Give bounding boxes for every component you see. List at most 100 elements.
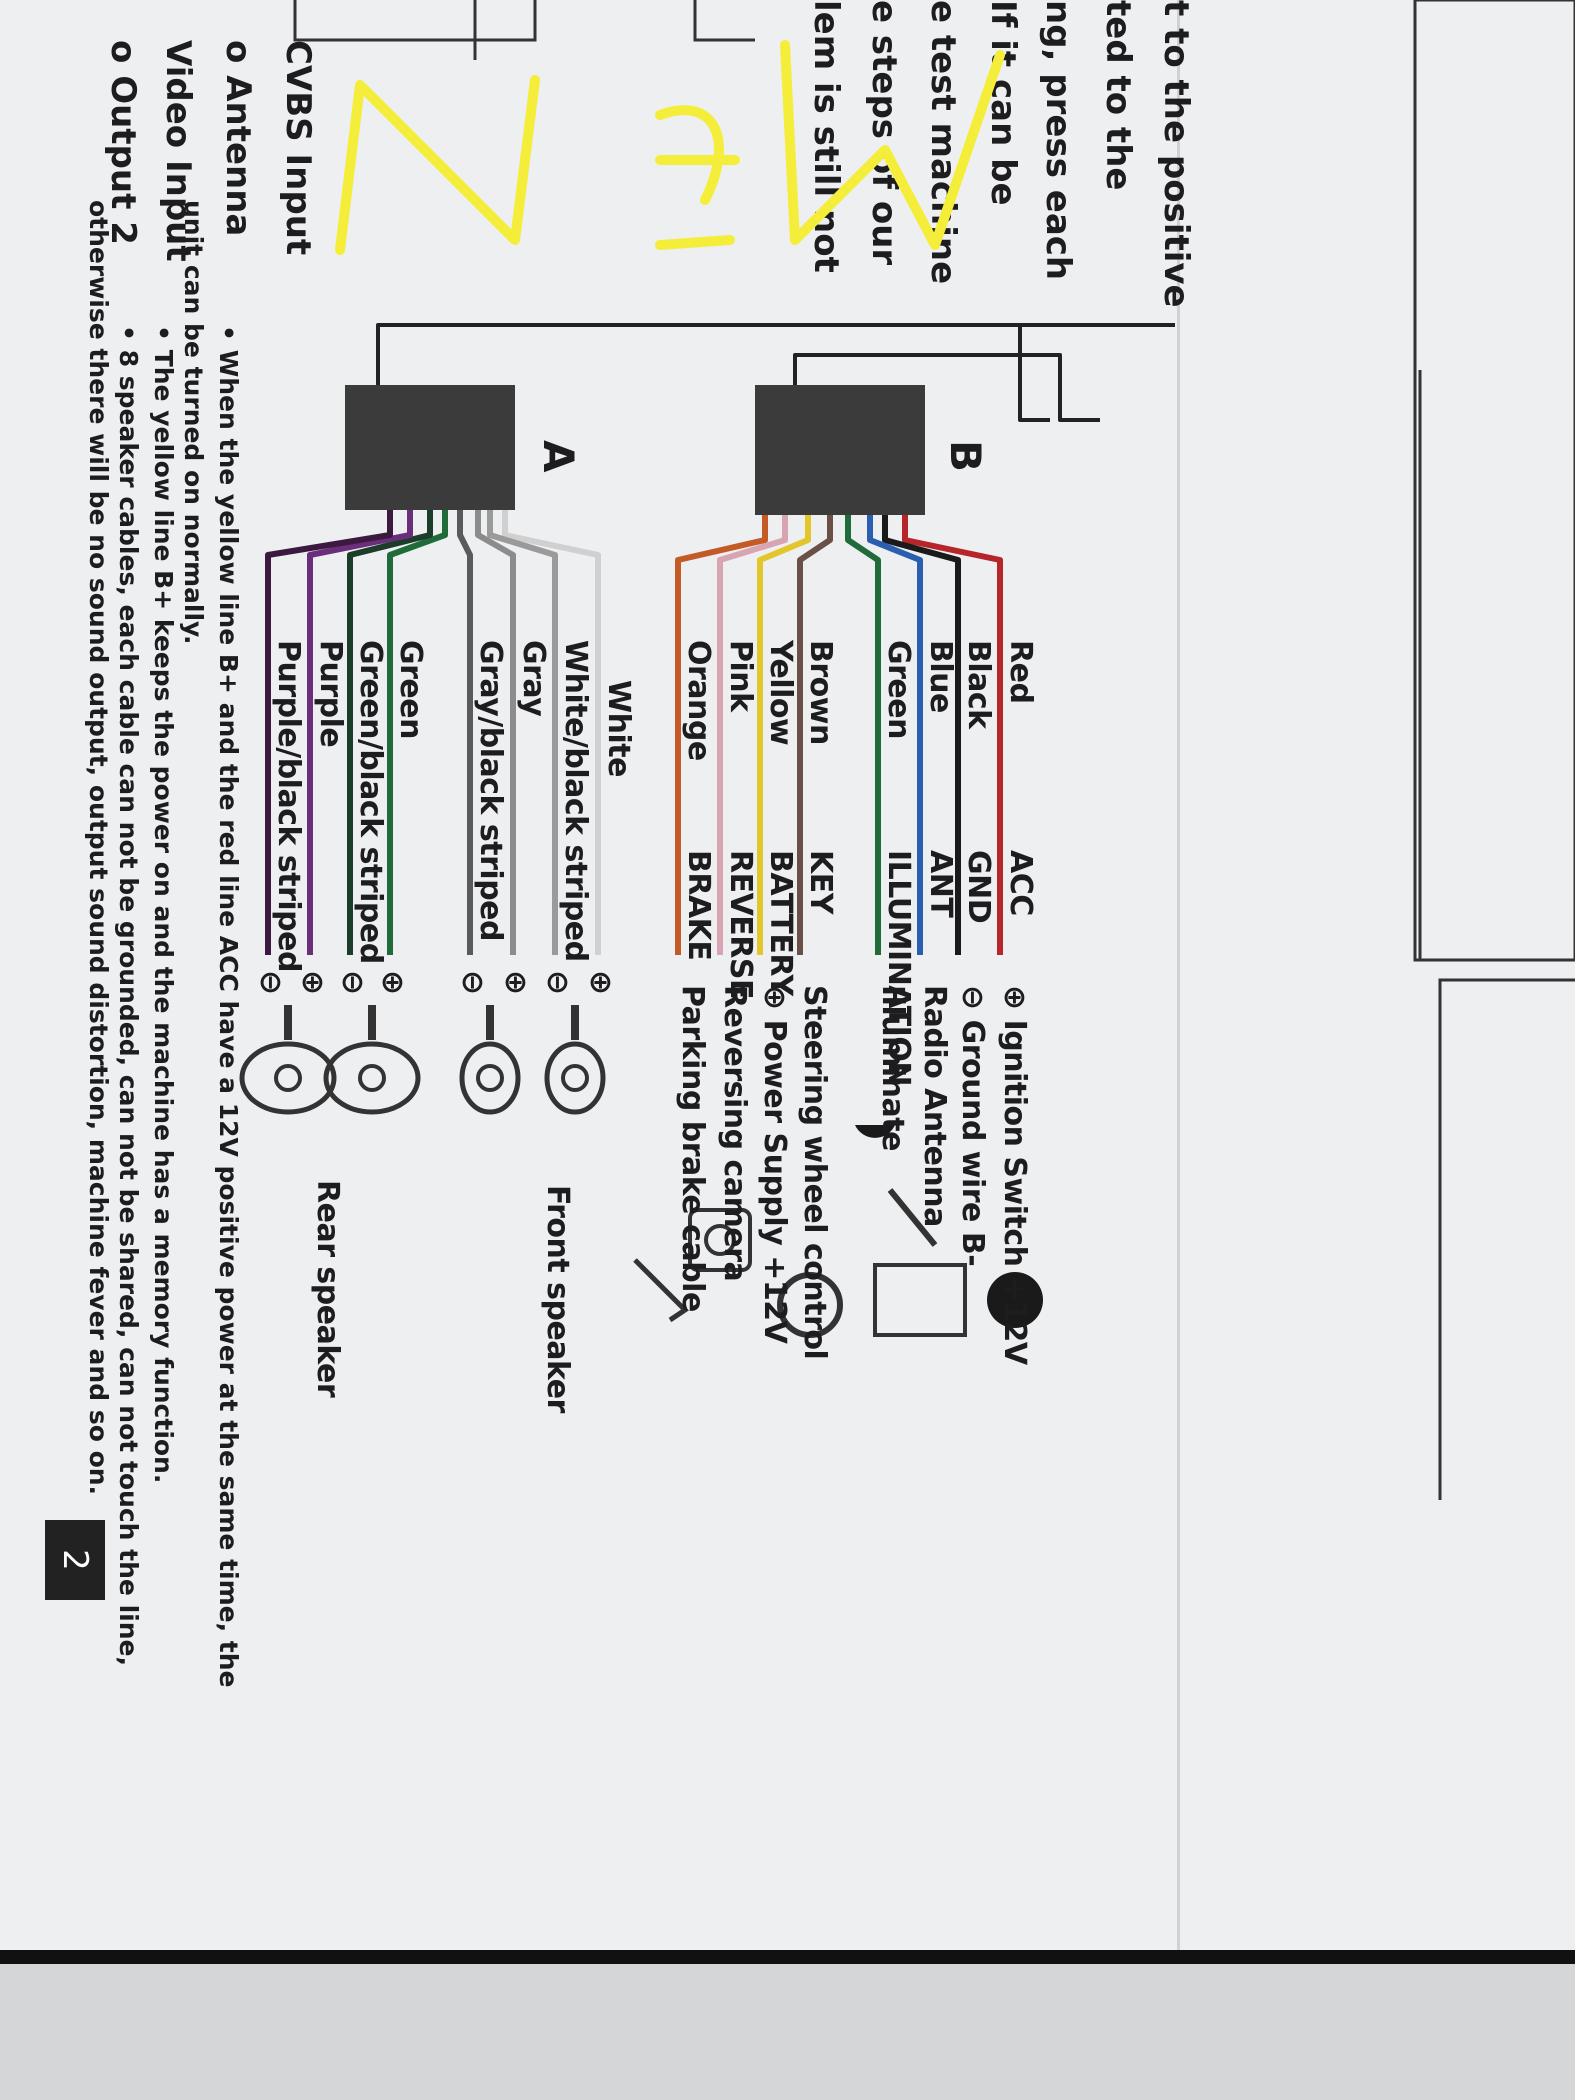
- speaker-cone-icon: [358, 1064, 386, 1092]
- handwritten-new-mark: [335, 40, 1005, 255]
- prev-page-device-outline: [693, 0, 755, 42]
- connector-a-wire: [347, 510, 433, 955]
- function-text: Illuminate: [875, 985, 910, 1151]
- note-line: unit can be turned on normally.: [179, 200, 208, 645]
- note-line: • When the yellow line B+ and the red li…: [214, 325, 243, 1688]
- speaker-cone-icon: [274, 1064, 302, 1092]
- wire-color-label: Brown: [803, 640, 838, 745]
- camera-lens-icon: [704, 1224, 736, 1256]
- wire-pin-label: KEY: [803, 850, 838, 914]
- wire-color-label: Blue: [923, 640, 958, 713]
- bullet-icon: •: [149, 325, 178, 350]
- connector-a-label: A: [534, 440, 583, 473]
- wire-color-label: Black: [961, 640, 996, 729]
- wire-function-label: Reversing camera: [717, 985, 752, 1281]
- connector-a-wire: [387, 510, 448, 955]
- wire-color-label: White/black striped: [558, 640, 593, 962]
- function-text: Power Supply +12V: [757, 1019, 792, 1344]
- wire-color-label: Red: [1003, 640, 1038, 704]
- connector-b-wire: [797, 515, 833, 955]
- wire-function-label: ⊕ Power Supply +12V: [757, 985, 792, 1343]
- positive-icon: ⊕: [295, 970, 330, 995]
- speaker-icon: [544, 1041, 606, 1115]
- speaker-cone-icon: [561, 1064, 589, 1092]
- wire-color-label: Green: [393, 640, 428, 739]
- negative-icon: ⊖: [335, 970, 370, 995]
- ignition-key-icon: [987, 1272, 1043, 1328]
- connector-a-cable-branch: [1018, 325, 1050, 422]
- wire-color-label: Gray/black striped: [473, 640, 508, 942]
- steering-wheel-icon: [777, 1272, 843, 1338]
- function-text: Reversing camera: [717, 985, 752, 1282]
- bullet-icon: •: [214, 325, 243, 350]
- wire-function-label: Radio Antenna: [917, 985, 952, 1227]
- positive-icon: ⊕: [757, 985, 792, 1020]
- note-text: unit can be turned on normally.: [179, 200, 208, 645]
- positive-icon: ⊕: [997, 985, 1032, 1020]
- note-line: otherwise there will be no sound output,…: [84, 200, 113, 1495]
- wire-pin-label: BRAKE: [681, 850, 716, 961]
- note-text: The yellow line B+ keeps the power on an…: [149, 349, 178, 1484]
- page-number: 2: [45, 1520, 105, 1600]
- note-text: 8 speaker cables, each cable can not be …: [114, 349, 143, 1666]
- wire-function-label: ⊖ Ground wire B-: [955, 985, 990, 1266]
- rear-speaker-label: Rear speaker: [310, 1180, 345, 1398]
- wire-color-label: Pink: [723, 640, 758, 712]
- wire-pin-label: REVERSE: [723, 850, 758, 1000]
- wire-color-label: Green: [881, 640, 916, 739]
- negative-icon: ⊖: [455, 970, 490, 995]
- wire-color-label: Purple/black striped: [271, 640, 306, 972]
- connector-b-cable: [793, 353, 1100, 422]
- wire-pin-label: ACC: [1003, 850, 1038, 916]
- connector-b-wire: [867, 515, 923, 955]
- positive-icon: ⊕: [375, 970, 410, 995]
- wire-color-label: Yellow: [763, 640, 798, 746]
- wire-color-label: Purple: [313, 640, 348, 748]
- positive-icon: ⊕: [498, 970, 533, 995]
- front-speaker-label: Front speaker: [540, 1185, 575, 1413]
- connector-a-wire: [265, 510, 393, 955]
- function-text: Radio Antenna: [917, 985, 952, 1227]
- connector-b-wire: [757, 515, 811, 955]
- note-line: • The yellow line B+ keeps the power on …: [149, 325, 178, 1483]
- connector-a-wire: [475, 510, 516, 955]
- connector-b-label: B: [941, 440, 990, 472]
- note-text: When the yellow line B+ and the red line…: [214, 349, 243, 1688]
- positive-icon: ⊕: [583, 970, 618, 995]
- wire-color-label: White: [601, 680, 636, 777]
- function-text: Parking brake cable: [675, 985, 710, 1312]
- headlight-icon: [855, 1125, 895, 1138]
- wire-function-label: Steering wheel control: [797, 985, 832, 1359]
- negative-icon: ⊖: [540, 970, 575, 995]
- connector-a-block: [345, 385, 515, 510]
- wire-color-label: Orange: [681, 640, 716, 761]
- connector-a-wire: [307, 510, 413, 955]
- parking-brake-icon: [633, 1258, 689, 1323]
- connector-a-cable: [376, 323, 1175, 385]
- battery-icon: [873, 1263, 967, 1337]
- note-line: • 8 speaker cables, each cable can not b…: [114, 325, 143, 1666]
- connector-a-wire: [502, 510, 601, 955]
- speaker-icon: [239, 1041, 337, 1115]
- function-text: Steering wheel control: [797, 985, 832, 1360]
- speaker-icon: [323, 1041, 421, 1115]
- head-unit-rear: [1413, 0, 1575, 1500]
- connector-a-wire: [487, 510, 558, 955]
- wire-function-label: ⊕ Ignition Switch +12V: [997, 985, 1032, 1365]
- prev-page-device-outline: [293, 0, 537, 42]
- function-text: Ignition Switch +12V: [997, 1019, 1032, 1365]
- connector-a-wire: [457, 510, 473, 955]
- wire-function-label: Parking brake cable: [675, 985, 710, 1312]
- speaker-icon: [459, 1041, 521, 1115]
- connector-b-wire: [902, 515, 1003, 955]
- connector-b-wire: [845, 515, 881, 955]
- wire-function-label: Illuminate: [875, 985, 910, 1151]
- speaker-cone-icon: [476, 1064, 504, 1092]
- wire-pin-label: ANT: [923, 850, 958, 918]
- table-surface: [0, 1950, 1575, 2100]
- note-text: otherwise there will be no sound output,…: [84, 200, 113, 1496]
- connector-b-wire: [675, 515, 768, 955]
- wire-color-label: Gray: [516, 640, 551, 717]
